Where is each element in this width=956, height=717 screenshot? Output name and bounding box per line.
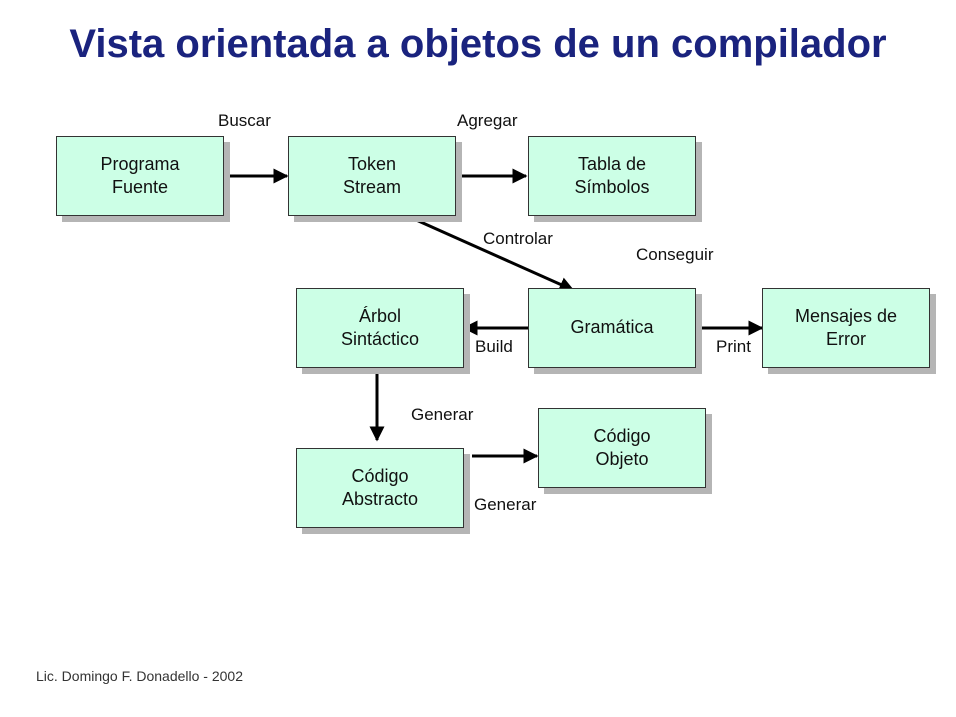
label-generar-1: Generar xyxy=(411,405,474,424)
footer-credit: Lic. Domingo F. Donadello - 2002 xyxy=(36,668,244,684)
label-buscar: Buscar xyxy=(218,111,271,130)
box-codigo-abstracto: Código Abstracto xyxy=(296,448,470,534)
page-title: Vista orientada a objetos de un compilad… xyxy=(69,22,887,66)
box-codigo-objeto: Código Objeto xyxy=(538,408,712,494)
box-label: Token Stream xyxy=(288,136,456,216)
box-arbol-sintactico: Árbol Sintáctico xyxy=(296,288,470,374)
label-agregar: Agregar xyxy=(457,111,518,130)
box-programa-fuente: Programa Fuente xyxy=(56,136,230,222)
box-label: Mensajes de Error xyxy=(762,288,930,368)
box-label: Tabla de Símbolos xyxy=(528,136,696,216)
box-tabla-simbolos: Tabla de Símbolos xyxy=(528,136,702,222)
box-mensajes-error: Mensajes de Error xyxy=(762,288,936,374)
label-build: Build xyxy=(475,337,513,356)
label-conseguir: Conseguir xyxy=(636,245,714,264)
box-label: Programa Fuente xyxy=(56,136,224,216)
box-label: Árbol Sintáctico xyxy=(296,288,464,368)
box-gramatica: Gramática xyxy=(528,288,702,374)
label-generar-2: Generar xyxy=(474,495,537,514)
label-print: Print xyxy=(716,337,751,356)
box-label: Código Objeto xyxy=(538,408,706,488)
box-label: Gramática xyxy=(528,288,696,368)
label-controlar: Controlar xyxy=(483,229,553,248)
box-label: Código Abstracto xyxy=(296,448,464,528)
arrow-token-to-gramatica xyxy=(404,213,575,292)
box-token-stream: Token Stream xyxy=(288,136,462,222)
